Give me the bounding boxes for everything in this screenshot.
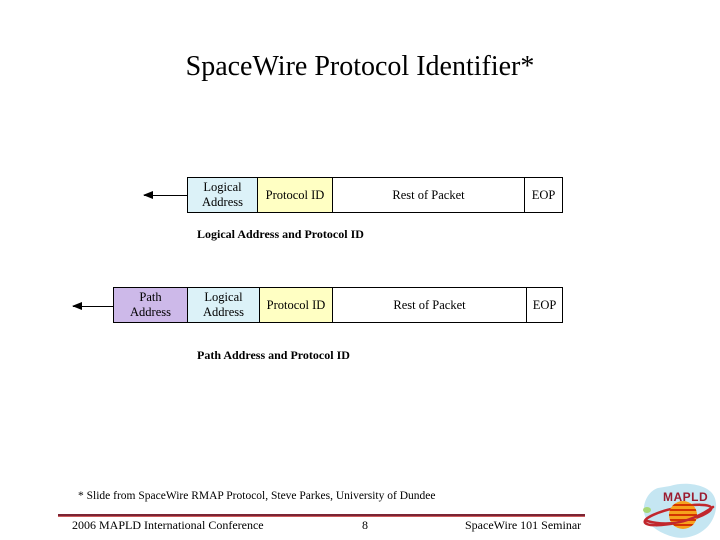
page-number: 8 [362,518,368,532]
diagram2-caption: Path Address and Protocol ID [197,348,350,362]
footer-divider [58,514,585,517]
cell-logical-address: Logical Address [187,177,258,213]
cell-eop: EOP [526,287,563,323]
footer-seminar: SpaceWire 101 Seminar [465,518,582,532]
cell-rest-of-packet: Rest of Packet [332,287,527,323]
footnote: * Slide from SpaceWire RMAP Protocol, St… [78,490,436,502]
footer-conference: 2006 MAPLD International Conference [72,518,264,532]
packet-diagram-logical: Logical Address Protocol ID Rest of Pack… [187,177,563,213]
diagram1-caption: Logical Address and Protocol ID [197,227,364,241]
cell-rest-of-packet: Rest of Packet [332,177,525,213]
mapld-logo-icon: MAPLD [636,482,720,540]
left-arrow-icon [72,302,113,310]
cell-protocol-id: Protocol ID [259,287,333,323]
page-title: SpaceWire Protocol Identifier* [185,51,535,82]
cell-eop: EOP [524,177,563,213]
cell-path-address: Path Address [113,287,188,323]
mapld-logo-text: MAPLD [663,490,708,504]
packet-diagram-path: Path Address Logical Address Protocol ID… [113,287,563,323]
cell-protocol-id: Protocol ID [257,177,333,213]
left-arrow-icon [143,191,187,199]
cell-logical-address: Logical Address [187,287,260,323]
